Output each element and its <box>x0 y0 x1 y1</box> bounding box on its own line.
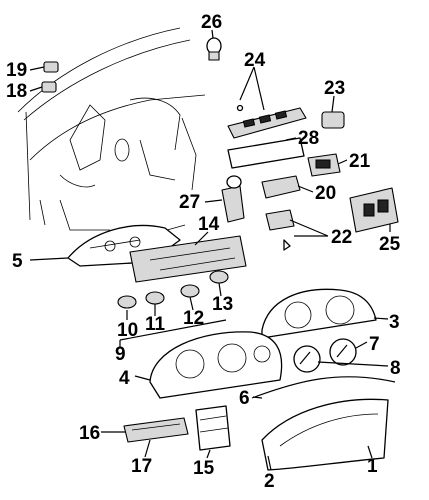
part-15-housing <box>195 405 231 451</box>
part-6-wire <box>251 376 396 399</box>
part-7-gauge <box>329 338 357 366</box>
callout-19: 19 <box>6 60 27 81</box>
callout-leaders <box>29 29 391 471</box>
callout-13: 13 <box>212 294 233 315</box>
callout-21: 21 <box>349 151 371 172</box>
bulb-13 <box>209 270 229 284</box>
callout-2: 2 <box>264 471 275 492</box>
callout-9: 9 <box>115 344 126 365</box>
callout-3: 3 <box>389 312 400 333</box>
callout-24: 24 <box>244 50 266 71</box>
callout-16: 16 <box>79 423 100 444</box>
callout-1: 1 <box>367 456 378 477</box>
part-24-switch-panel <box>227 104 307 139</box>
callout-26: 26 <box>201 12 222 33</box>
callout-11: 11 <box>145 314 166 335</box>
callout-27: 27 <box>179 192 200 213</box>
part-27-bracket <box>221 175 245 223</box>
callout-15: 15 <box>193 458 215 479</box>
part-8-gauge <box>293 345 321 373</box>
part-3-gauge-face <box>261 288 377 339</box>
callout-22: 22 <box>331 227 352 248</box>
callout-18: 18 <box>6 81 27 102</box>
part-22-connector <box>265 209 295 251</box>
callout-4: 4 <box>119 368 130 389</box>
part-20-connector <box>261 175 301 199</box>
callout-10: 10 <box>117 320 138 341</box>
bulb-11 <box>145 291 165 305</box>
callout-17: 17 <box>131 456 152 477</box>
part-21-switch <box>307 153 341 177</box>
part-25-switch-block <box>349 187 399 233</box>
callout-12: 12 <box>183 308 204 329</box>
callout-14: 14 <box>198 214 220 235</box>
part-17-circuit <box>123 417 189 443</box>
part-19-switch <box>43 61 59 73</box>
part-23-switch <box>321 111 345 129</box>
part-4-instrument-cluster <box>149 331 283 399</box>
part-14-circuit-board <box>129 235 247 283</box>
callout-25: 25 <box>379 234 401 255</box>
part-26-bulb <box>206 37 222 61</box>
callout-23: 23 <box>324 78 345 99</box>
dashboard-outline <box>17 27 206 233</box>
callout-20: 20 <box>315 183 336 204</box>
part-1-cluster-lens <box>261 398 389 471</box>
callout-5: 5 <box>12 251 23 272</box>
callout-6: 6 <box>239 388 250 409</box>
callout-8: 8 <box>390 358 401 379</box>
part-18-switch <box>41 81 57 93</box>
bulb-10 <box>117 295 137 309</box>
part-28-trim <box>227 137 305 169</box>
callout-7: 7 <box>369 334 380 355</box>
callout-28: 28 <box>298 128 319 149</box>
bulb-12 <box>180 284 200 298</box>
